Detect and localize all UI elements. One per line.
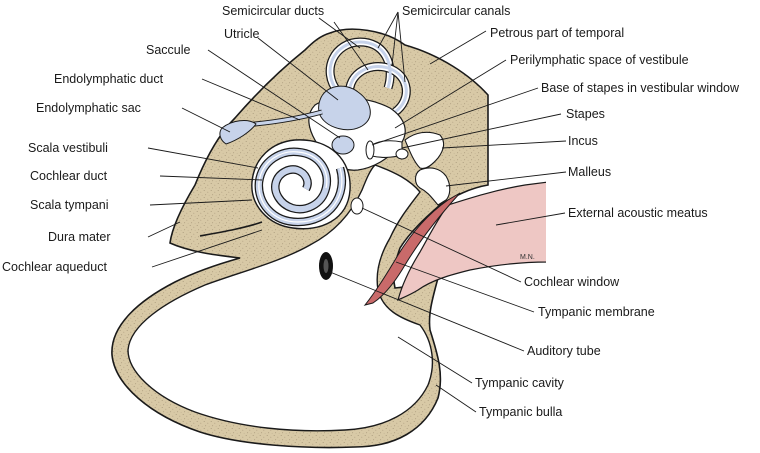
label-base-of-stapes: Base of stapes in vestibular window bbox=[541, 81, 740, 95]
tympanic-cavity-shape bbox=[127, 164, 434, 432]
label-auditory-tube: Auditory tube bbox=[527, 344, 601, 358]
external-acoustic-meatus-shape bbox=[397, 181, 549, 302]
saccule-shape bbox=[331, 135, 355, 155]
label-dura-mater: Dura mater bbox=[48, 230, 111, 244]
label-cochlear-aqueduct: Cochlear aqueduct bbox=[2, 260, 107, 274]
endolymphatic-sac-shape bbox=[219, 120, 257, 145]
label-malleus: Malleus bbox=[568, 165, 611, 179]
artist-signature: M.N. bbox=[520, 254, 535, 261]
cochlear-aqueduct-shape bbox=[199, 221, 263, 237]
label-tympanic-cavity: Tympanic cavity bbox=[475, 376, 565, 390]
semicircular-duct-2 bbox=[347, 65, 408, 114]
tympanic-membrane-shape bbox=[363, 192, 461, 306]
label-semicircular-canals: Semicircular canals bbox=[402, 4, 510, 18]
label-cochlear-duct: Cochlear duct bbox=[30, 169, 108, 183]
label-petrous-part-of-temporal: Petrous part of temporal bbox=[490, 26, 624, 40]
label-stapes: Stapes bbox=[566, 107, 605, 121]
label-endolymphatic-sac: Endolymphatic sac bbox=[36, 101, 141, 115]
label-external-acoustic-meatus: External acoustic meatus bbox=[568, 206, 708, 220]
label-tympanic-bulla: Tympanic bulla bbox=[479, 405, 562, 419]
label-endolymphatic-duct: Endolymphatic duct bbox=[54, 72, 164, 86]
malleus-shape bbox=[414, 167, 451, 206]
leader-lines bbox=[147, 11, 567, 413]
incus-joint bbox=[395, 148, 409, 160]
stapes-base bbox=[365, 140, 375, 160]
label-semicircular-ducts: Semicircular ducts bbox=[222, 4, 324, 18]
label-scala-vestibuli: Scala vestibuli bbox=[28, 141, 108, 155]
label-scala-tympani: Scala tympani bbox=[30, 198, 109, 212]
cochlea-shape bbox=[251, 139, 351, 230]
label-perilymphatic-space: Perilymphatic space of vestibule bbox=[510, 53, 689, 67]
label-cochlear-window: Cochlear window bbox=[524, 275, 620, 289]
label-saccule: Saccule bbox=[146, 43, 191, 57]
cochlear-window-shape bbox=[350, 197, 364, 215]
label-incus: Incus bbox=[568, 134, 598, 148]
label-utricle: Utricle bbox=[224, 27, 259, 41]
label-tympanic-membrane: Tympanic membrane bbox=[538, 305, 655, 319]
